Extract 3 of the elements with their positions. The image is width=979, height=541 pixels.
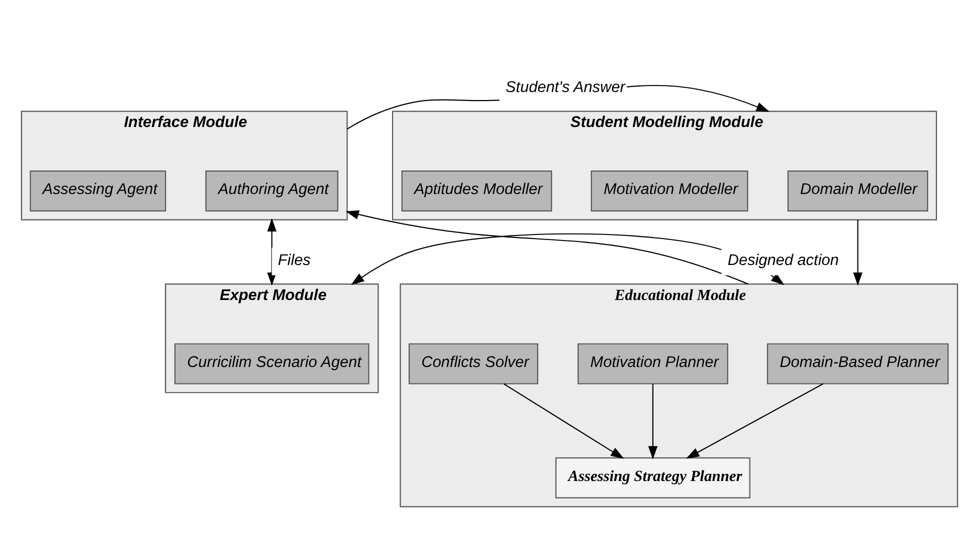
edge-label: Designed action: [728, 252, 839, 269]
edge-label: Files: [278, 252, 311, 269]
edge-label: Student's Answer: [506, 79, 626, 96]
